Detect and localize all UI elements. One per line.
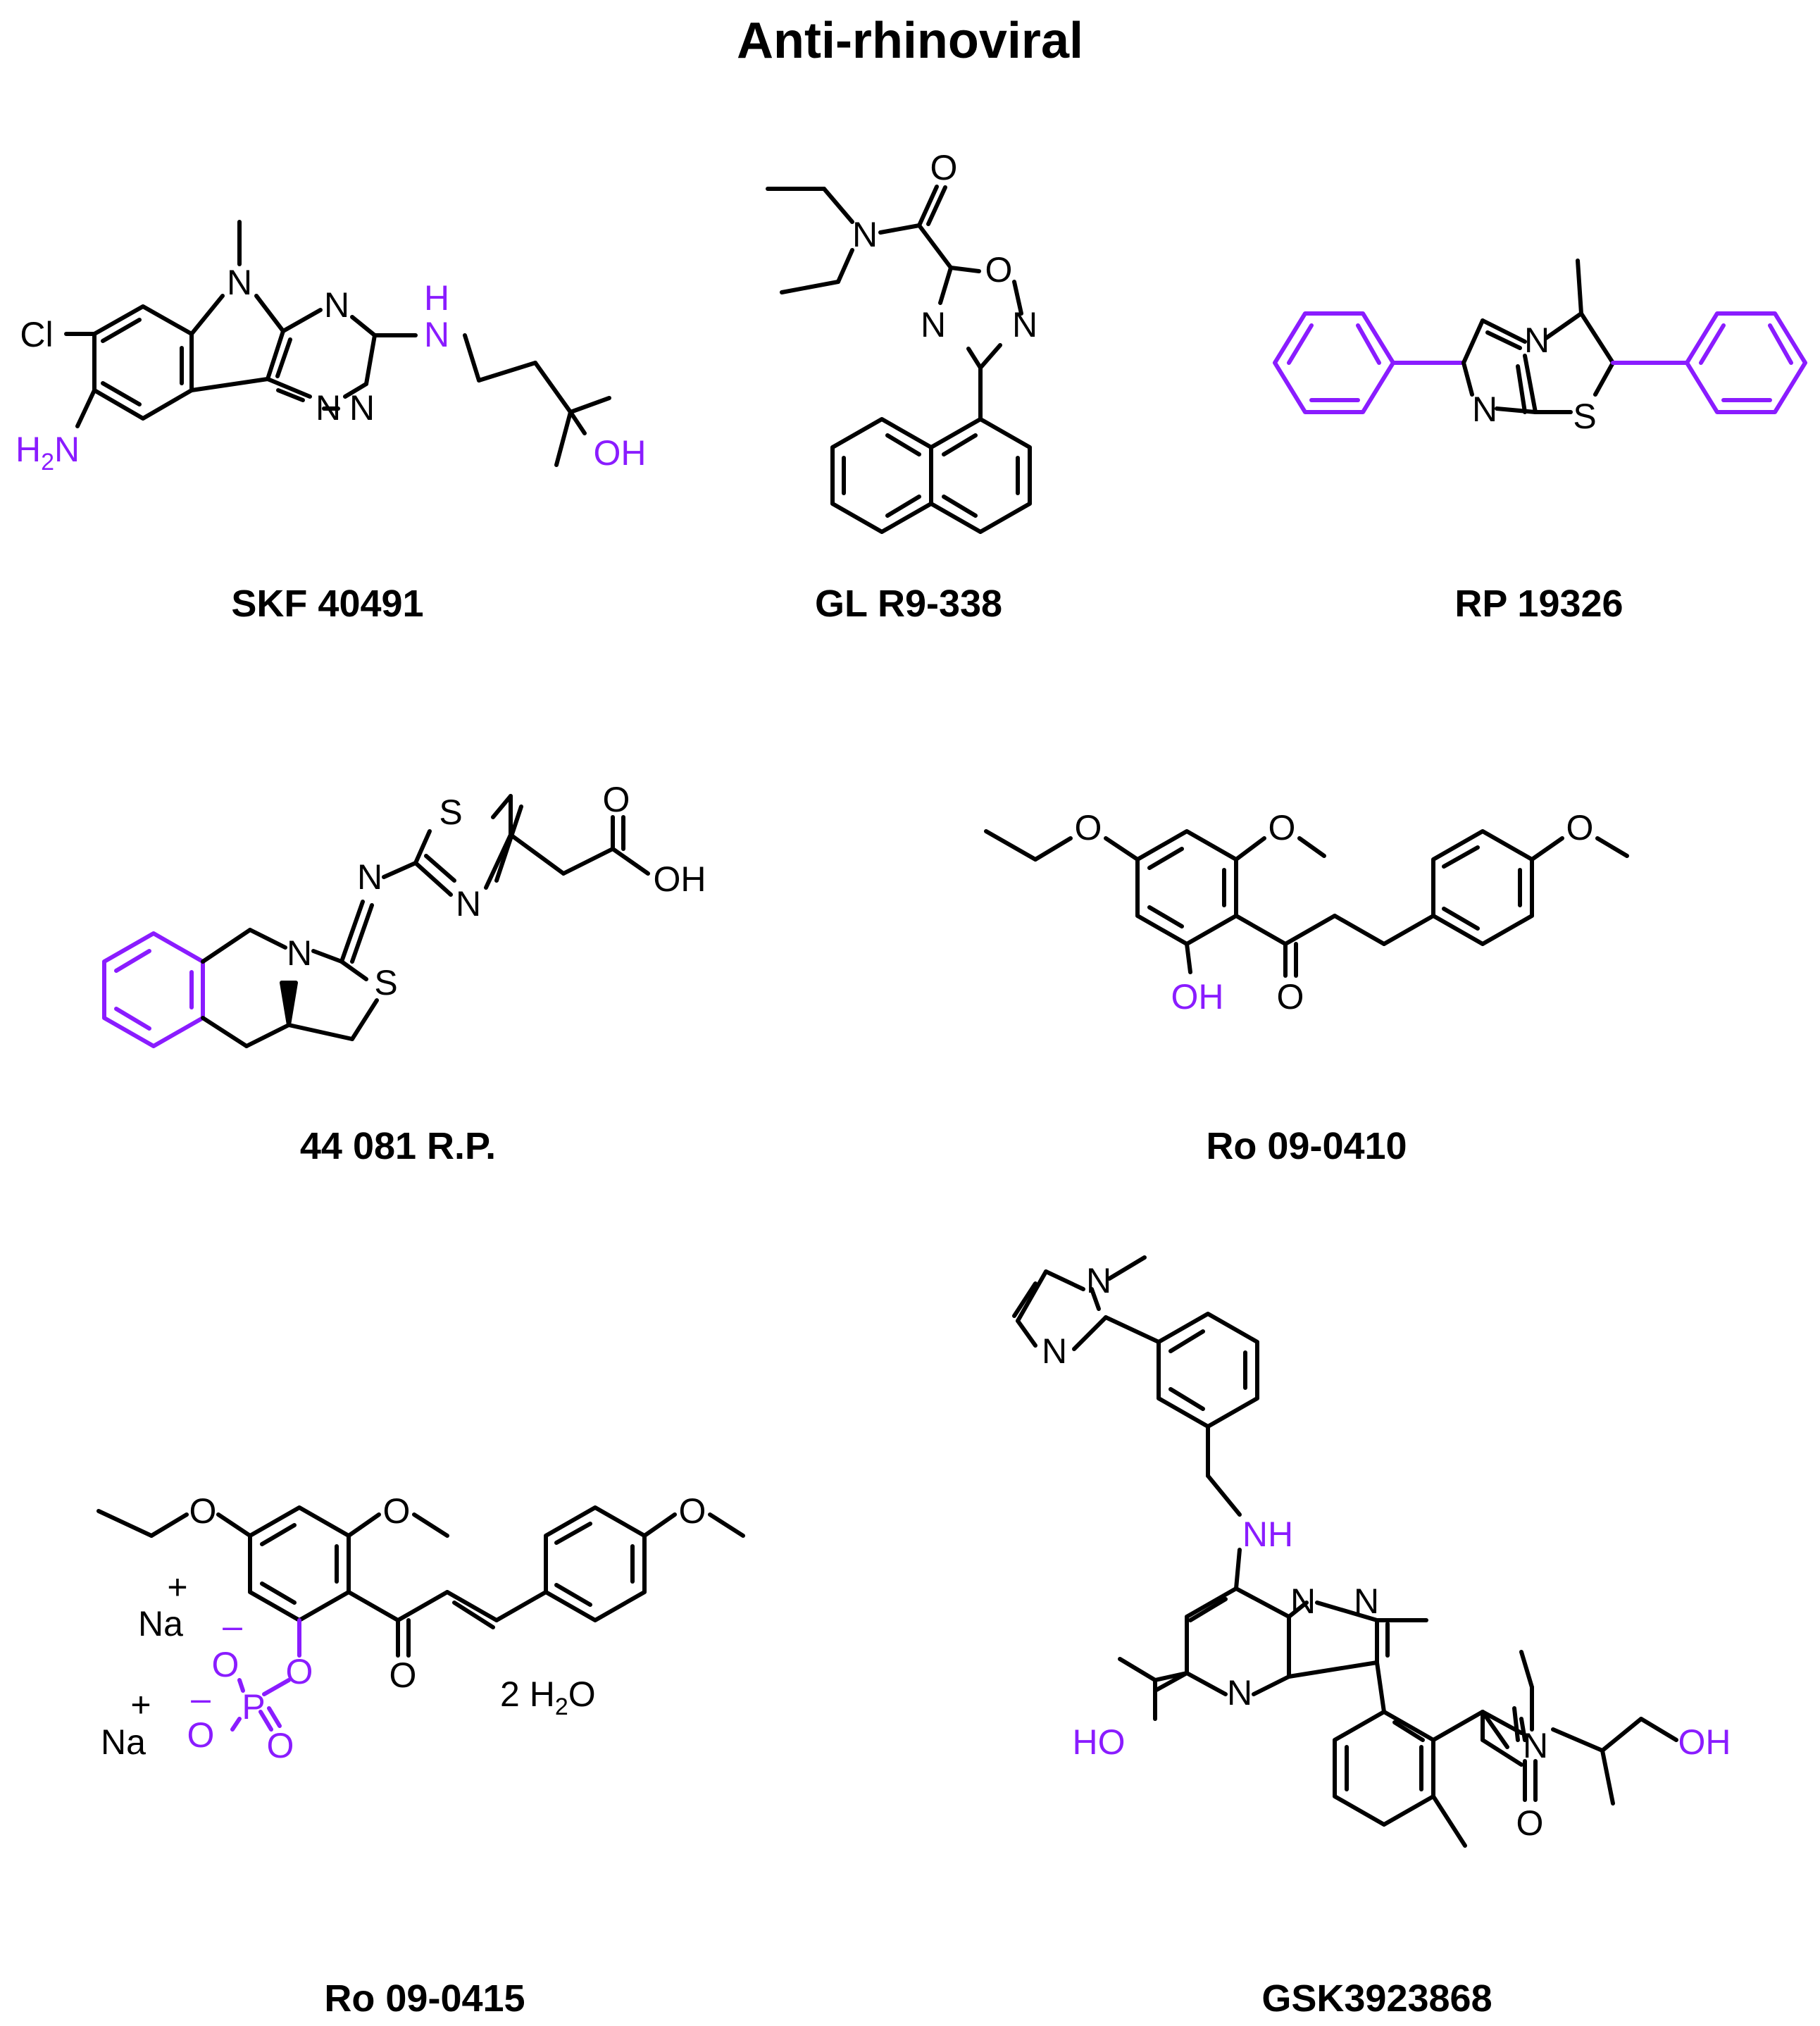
ro0415-methoxy-o2-label: O — [679, 1491, 706, 1531]
44081-imine-n-label: N — [357, 857, 382, 897]
ro-09-0410-bonds — [984, 829, 1629, 978]
compound-name-gl-r9-338: GL R9-338 — [815, 583, 1002, 625]
skf-40491-bonds — [64, 220, 611, 467]
ro0410-methoxy-o2-label: O — [1566, 808, 1594, 847]
gl-ring-o-label: O — [985, 250, 1013, 290]
ro0415-o-minus2-charge: – — [191, 1679, 211, 1718]
gl-r9-338-bonds — [766, 185, 1032, 534]
rp-19326-phenyl-left — [1273, 311, 1466, 414]
gl-ring-n2-label: N — [1012, 305, 1037, 344]
gsk-ho-label: HO — [1073, 1722, 1126, 1762]
gsk-oh-label: OH — [1678, 1722, 1731, 1762]
ro0415-o-minus2-label: O — [187, 1715, 215, 1755]
skf-nh-h-label: H — [424, 278, 449, 318]
ro0410-methoxy-o1-label: O — [1269, 808, 1296, 847]
ro0415-ketone-o-label: O — [389, 1655, 417, 1695]
compound-ro-09-0410: O O O OH O Ro 09-0410 — [984, 808, 1629, 1167]
gsk-amide-n-label: N — [1523, 1726, 1548, 1765]
ro0410-oh-label: OH — [1171, 977, 1224, 1017]
ro0415-ethoxy-o-label: O — [189, 1491, 217, 1531]
rp-19326-phenyl-right — [1611, 311, 1807, 414]
gl-amide-n-label: N — [852, 215, 878, 254]
compound-gl-r9-338: O N O N N GL R9-338 — [766, 148, 1037, 625]
skf-nh-n-label: N — [424, 315, 449, 354]
44081-acid-o-label: O — [603, 780, 630, 819]
skf-ring-n3-label: N — [349, 388, 375, 428]
ro0415-p-label: P — [242, 1687, 265, 1727]
skf-oh-label: OH — [594, 433, 647, 473]
ro0415-o-minus1-charge: – — [223, 1606, 242, 1646]
ro0415-ester-o-label: O — [286, 1652, 313, 1691]
skf-ring-n1-label: N — [324, 285, 349, 325]
ro0415-na1-charge: + — [167, 1567, 187, 1607]
44081-benzo-ring — [102, 931, 205, 1048]
44081-thiazole-n-label: N — [456, 884, 481, 924]
compound-name-gsk3923868: GSK3923868 — [1261, 1977, 1492, 2020]
44081-thiazole-s-label: S — [439, 793, 462, 832]
44081-core-bonds — [201, 794, 650, 1048]
ro0415-o-minus1-label: O — [212, 1645, 239, 1684]
compound-name-44-081-rp: 44 081 R.P. — [300, 1125, 496, 1167]
compound-ro-09-0415: O O O + Na + Na O – O P – O O O 2 H2O Ro… — [96, 1491, 745, 2020]
ro-09-0415-phosphate-bonds — [230, 1618, 301, 1732]
compound-name-ro-09-0410: Ro 09-0410 — [1206, 1125, 1407, 1167]
ro0410-ketone-o-label: O — [1277, 977, 1304, 1017]
gsk-bridge-n-label: N — [1290, 1581, 1316, 1621]
gl-carbonyl-o-label: O — [930, 148, 958, 187]
compound-name-ro-09-0415: Ro 09-0415 — [324, 1977, 525, 2020]
ro-09-0415-bonds — [96, 1505, 745, 1658]
rp-ring-s-label: S — [1573, 397, 1596, 436]
gsk-imid-me-n-label: N — [1086, 1261, 1111, 1300]
figure-title: Anti-rhinoviral — [737, 13, 1083, 69]
skf-ring-n2-label: N — [316, 388, 341, 428]
skf-nh2-label: H2N — [15, 430, 80, 476]
ro0415-o-double-label: O — [267, 1726, 294, 1765]
rp-bridge-n-label: N — [1524, 321, 1550, 360]
compound-skf-40491: N Cl N N N H N H2N OH SKF 40491 — [15, 220, 647, 625]
rp-ring-n-label: N — [1472, 390, 1497, 429]
44081-ring-s-label: S — [374, 963, 397, 1002]
44081-ring-n-label: N — [287, 933, 312, 973]
ro0415-na2-label: Na — [101, 1722, 146, 1762]
compound-44-081-rp: S N N O OH N S 44 081 R.P. — [102, 780, 706, 1167]
ro0410-ethoxy-o-label: O — [1075, 808, 1102, 847]
gl-ring-n1-label: N — [921, 305, 946, 344]
gsk-pyrimidine-n-label: N — [1227, 1673, 1252, 1713]
skf-methyl-n-label: N — [227, 263, 252, 302]
ro0415-na1-label: Na — [138, 1604, 183, 1643]
ro0415-methoxy-o1-label: O — [383, 1491, 411, 1531]
44081-acid-oh-label: OH — [654, 859, 706, 899]
gsk-nh-label: NH — [1242, 1515, 1293, 1554]
gsk3923868-bonds — [1012, 1255, 1678, 1848]
rp-19326-core-bonds — [1461, 259, 1615, 414]
ro0415-na2-charge: + — [130, 1685, 151, 1724]
gsk-imid-n-label: N — [1042, 1331, 1067, 1371]
skf-cl-label: Cl — [20, 315, 53, 354]
compound-name-skf-40491: SKF 40491 — [231, 583, 423, 625]
gsk-pyrazole-n-label: N — [1354, 1581, 1379, 1621]
compound-gsk3923868: N N NH N N N HO N OH O GSK3923868 — [1012, 1255, 1731, 2020]
gsk-amide-o-label: O — [1516, 1803, 1544, 1843]
compound-name-rp-19326: RP 19326 — [1454, 583, 1623, 625]
compound-rp-19326: N N S RP 19326 — [1273, 259, 1807, 625]
ro0415-water-label: 2 H2O — [500, 1674, 596, 1720]
